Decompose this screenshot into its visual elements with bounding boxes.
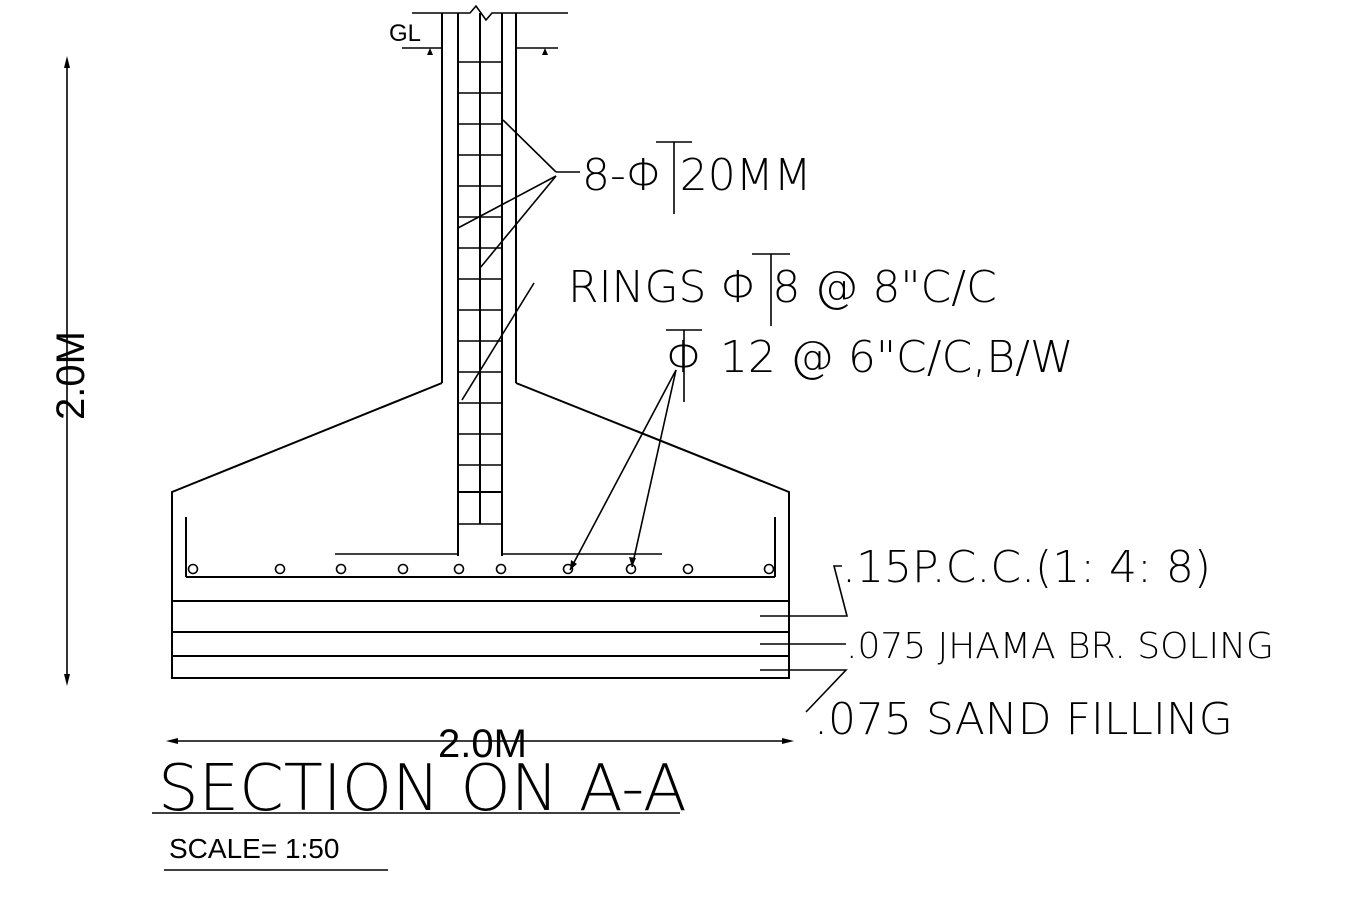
ground-level-label: GL [389, 20, 421, 47]
base-bar-leaders [569, 369, 677, 571]
main-bar-leaders [457, 119, 580, 269]
soling-layer-callout: .075 JHAMA BR. SOLING [760, 626, 1274, 667]
height-dimension-label: 2.0M [49, 331, 93, 420]
footing [171, 382, 790, 679]
pcc-layer-callout: .15P.C.C.(1: 4: 8) [760, 542, 1211, 617]
width-dimension: 2.0M [166, 722, 794, 766]
height-dimension: 2.0M [49, 56, 93, 686]
column-ties [458, 61, 502, 525]
soling-layer-label: .075 JHAMA BR. SOLING [846, 626, 1274, 667]
svg-text:Φ12 @ 6"C/C,B/W: Φ12 @ 6"C/C,B/W [666, 332, 1073, 383]
ground-level-marker: GL [389, 4, 568, 55]
column [441, 13, 517, 556]
scale-label: SCALE= 1:50 [169, 833, 339, 864]
section-title: SECTION ON A-A [158, 752, 687, 826]
bar-sections [187, 563, 775, 575]
rings-leader [461, 282, 535, 401]
sand-layer-label: .075 SAND FILLING [814, 694, 1233, 745]
pcc-layer-label: .15P.C.C.(1: 4: 8) [842, 542, 1211, 593]
sand-layer-callout: .075 SAND FILLING [760, 669, 1233, 745]
width-dimension-label: 2.0M [438, 722, 527, 766]
